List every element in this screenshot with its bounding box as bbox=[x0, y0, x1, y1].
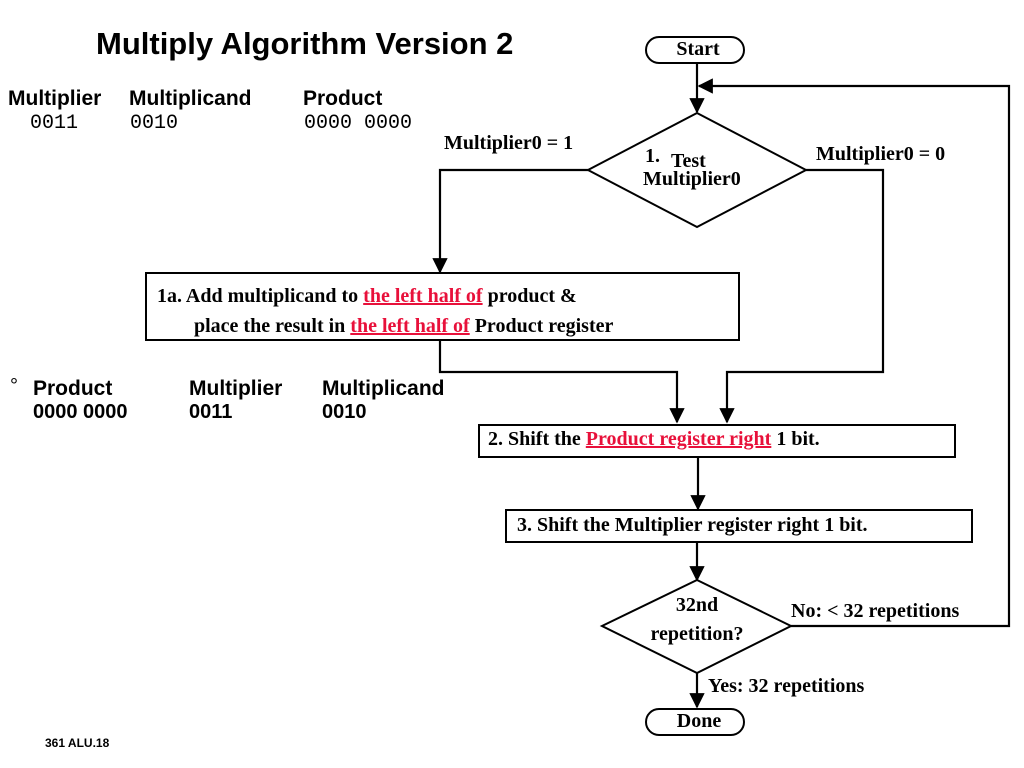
header-multiplicand: Multiplicand bbox=[129, 87, 252, 110]
step-2-prefix: 2. Shift the bbox=[488, 428, 581, 450]
value-multiplier: 0011 bbox=[30, 112, 79, 135]
step-1a-box bbox=[145, 272, 740, 341]
bullet-value-product: 0000 0000 bbox=[33, 401, 128, 423]
step-1a-line2-suffix: Product register bbox=[474, 315, 614, 337]
repeat-line2: repetition? bbox=[650, 623, 744, 645]
bullet-value-multiplier: 0011 bbox=[189, 401, 233, 423]
header-multiplier: Multiplier bbox=[8, 87, 102, 110]
arrow-1a-to-step2 bbox=[438, 341, 685, 424]
branch-left-label: Multiplier0 = 1 bbox=[444, 132, 574, 154]
step-2-suffix: 1 bit. bbox=[776, 428, 820, 450]
bullet-header-product: Product bbox=[33, 377, 113, 400]
bullet-header-multiplier: Multiplier bbox=[189, 377, 283, 400]
slide-title: Multiply Algorithm Version 2 bbox=[96, 26, 514, 61]
step-2-highlight: Product register right bbox=[585, 428, 772, 450]
step-1a-line1-highlight: the left half of bbox=[363, 285, 483, 307]
value-product: 0000 0000 bbox=[304, 112, 413, 135]
header-product: Product bbox=[303, 87, 383, 110]
value-multiplicand: 0010 bbox=[130, 112, 179, 135]
done-label: Done bbox=[676, 710, 722, 732]
step-1a-line1-suffix: product & bbox=[487, 285, 577, 307]
no-label: No: < 32 repetitions bbox=[791, 600, 960, 622]
start-terminal bbox=[645, 36, 745, 64]
step-1a-line2: place the result in the left half of Pro… bbox=[194, 315, 613, 338]
step-3-text: 3. Shift the Multiplier register right 1… bbox=[517, 514, 868, 536]
test-step-word: Test bbox=[671, 150, 706, 172]
step-1a-line1-prefix: 1a. Add multiplicand to bbox=[157, 285, 359, 307]
step-2-text: 2. Shift the Product register right 1 bi… bbox=[488, 428, 820, 451]
yes-label: Yes: 32 repetitions bbox=[708, 675, 865, 697]
repeat-line1: 32nd bbox=[675, 594, 719, 616]
step-1a-line2-highlight: the left half of bbox=[350, 315, 470, 337]
arrow-branch-left bbox=[432, 168, 588, 274]
step-1a-line1: 1a. Add multiplicand to the left half of… bbox=[157, 285, 577, 308]
step-2-box bbox=[478, 424, 956, 458]
arrow-branch-right bbox=[719, 168, 885, 424]
start-label: Start bbox=[676, 38, 720, 60]
step-3-box bbox=[505, 509, 973, 543]
test-diamond bbox=[585, 111, 809, 229]
done-terminal bbox=[645, 708, 745, 736]
test-step-register: Multiplier0 bbox=[643, 168, 741, 190]
bullet-header-multiplicand: Multiplicand bbox=[322, 377, 445, 400]
test-step-number: 1. bbox=[645, 145, 660, 167]
branch-right-label: Multiplier0 = 0 bbox=[816, 143, 946, 165]
bullet-marker: ° bbox=[10, 375, 18, 397]
slide-footer: 361 ALU.18 bbox=[45, 736, 110, 750]
bullet-value-multiplicand: 0010 bbox=[322, 401, 367, 423]
step-1a-line2-prefix: place the result in bbox=[194, 315, 346, 337]
arrow-loop-back bbox=[697, 78, 1011, 628]
